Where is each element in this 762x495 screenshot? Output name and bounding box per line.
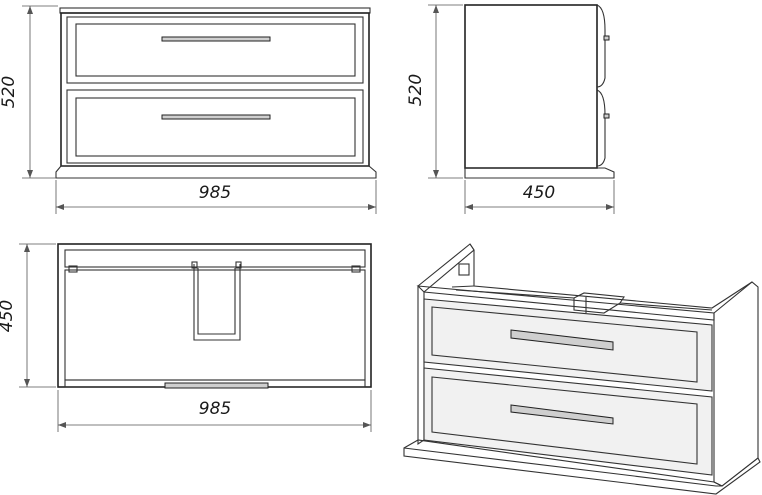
iso-drawer-top-handle: [510, 329, 614, 351]
top-outline: [57, 243, 372, 388]
iso-top-rim: [469, 243, 753, 309]
side-handle-bottom: [603, 113, 610, 119]
top-siphon-cutout: [193, 264, 241, 341]
front-drawer-bottom-handle: [161, 114, 271, 120]
side-plinth: [464, 167, 615, 179]
side-view: [428, 4, 615, 214]
front-drawer-top-panel: [75, 23, 356, 77]
iso-fitting: [458, 263, 470, 276]
top-width-label: 985: [199, 399, 231, 419]
isometric-view: [403, 243, 761, 495]
top-handle: [164, 382, 269, 389]
front-drawer-bottom-panel: [75, 97, 356, 157]
top-interior: [64, 269, 366, 381]
front-view: [22, 5, 377, 214]
iso-drawer-bottom: [423, 367, 713, 476]
front-width-label: 985: [199, 183, 231, 203]
top-back-rail: [64, 249, 366, 268]
iso-interior-back: [455, 289, 713, 314]
iso-front-top: [416, 285, 715, 321]
iso-drawer-bottom-panel: [431, 376, 698, 465]
iso-drawer-top-panel: [431, 306, 698, 383]
side-handle-top: [603, 35, 610, 41]
top-view: [19, 243, 372, 432]
side-carcass: [464, 4, 598, 169]
front-plinth: [55, 165, 377, 179]
front-drawer-bottom: [66, 89, 364, 164]
side-drawer-bottom-profile: [596, 89, 606, 167]
front-drawer-top-handle: [161, 36, 271, 42]
iso-plinth: [403, 439, 761, 495]
side-drawer-top-profile: [596, 4, 606, 88]
side-depth-label: 450: [523, 183, 555, 203]
iso-drawer-bottom-handle: [510, 404, 614, 425]
side-height-label: 520: [406, 74, 426, 106]
iso-right-side: [713, 281, 759, 487]
front-drawer-top: [66, 16, 364, 84]
top-depth-label: 450: [0, 300, 17, 332]
front-height-label: 520: [0, 76, 19, 108]
